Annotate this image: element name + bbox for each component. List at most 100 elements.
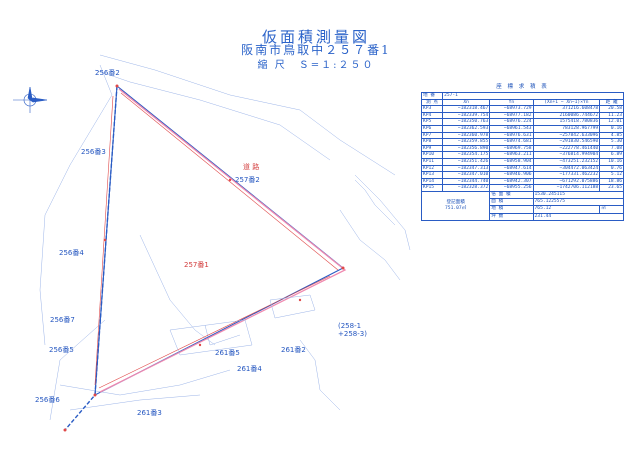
table-cell: −68963.211 [489,151,534,159]
table-cell: −222778.461440 [532,144,601,153]
table-cell: −68974.681 [489,138,534,146]
lot-value: 257-1 [442,92,624,100]
table-cell: KP7 [420,131,444,140]
parcel-label-261-3: 261番3 [137,409,162,417]
area-table: 地 番 257-1 測 点 Xn Yn (Xn+1 − Xn−1)×Yn 距 離… [420,92,625,221]
registered-area-label: 登記面積 [446,199,465,205]
table-cell: 23.65 [599,184,624,192]
table-cell: −182351.426 [442,157,491,166]
parcel-label-257-2: 257番2 [235,176,260,184]
table-cell: −182347.010 [442,171,491,179]
summary-unit: ㎡ [599,205,624,214]
summary-value: 1530.245115 [532,190,625,200]
summary-value: 231.44 [532,212,625,221]
table-cell: 1575418.780836 [532,118,601,126]
summary-value: 765.1225575 [532,198,625,207]
table-cell: −68976.224 [489,118,534,126]
parcel-label-256-3: 256番3 [81,148,106,156]
table-cell: KP14 [420,177,444,186]
summary-label: 坪 数 [489,212,534,221]
col-header: Yn [489,98,534,107]
table-cell: −68973.729 [489,105,534,113]
drawing-title: 仮面積測量図 [261,28,370,46]
compass-icon [13,86,48,113]
table-cell: −68976.631 [489,131,534,140]
summary-value: 765.12 [532,205,601,214]
table-cell: KP6 [420,124,444,133]
table-cell: −182347.313 [442,164,491,173]
col-header: 距 離 [599,98,624,107]
parcel-label-261-5: 261番5 [215,349,240,357]
table-cell: 12.01 [599,118,624,126]
table-cell: −182362.593 [442,124,491,133]
table-cell: −68947.614 [489,164,534,173]
table-cell: 7.08 [599,144,624,153]
table-cell: −671292.075886 [532,177,601,186]
table-cell: −68942.307 [489,177,534,186]
table-cell: KP15 [420,184,444,192]
table-cell: KP11 [420,157,444,166]
parcel-label-257-1: 257番1 [184,261,209,269]
table-cell: KP4 [420,111,444,120]
table-cell: 371216.608478 [532,105,601,113]
table-cell: −257842.633096 [532,131,601,140]
area-table-header: 測 点 Xn Yn (Xn+1 − Xn−1)×Yn 距 離 [420,98,624,107]
table-cell: −182318.467 [442,105,491,113]
table-cell: KP10 [420,151,444,159]
parcel-label-256-7: 256番7 [50,316,75,324]
table-cell: −1742706.112188 [532,184,601,192]
table-cell: 0.16 [599,124,624,133]
table-cell: −177331.462232 [532,171,601,179]
table-cell: −68946.906 [489,171,534,179]
table-cell: −182328.372 [442,184,491,192]
table-cell: 783128.967799 [532,124,601,133]
table-cell: 11.23 [599,111,624,120]
table-cell: 5.30 [599,138,624,146]
table-cell: −376814.994904 [532,151,601,159]
table-cell: −182360.978 [442,131,491,140]
col-header: 測 点 [420,98,444,107]
table-cell: KP5 [420,118,444,126]
table-cell: −182344.740 [442,177,491,186]
area-table-panel: 座 標 求 積 表 地 番 257-1 測 点 Xn Yn (Xn+1 − Xn… [420,82,625,221]
col-header: Xn [442,98,491,107]
table-cell: −68977.182 [489,111,534,120]
lot-boundary-dashed [64,85,118,431]
table-cell: 10.16 [599,157,624,166]
parcel-label-258-1: (258-1 [338,322,362,330]
registered-area-value: 751.07㎡ [445,205,467,211]
table-cell: −473251.232152 [532,157,601,166]
parcel-label-256-6: 256番6 [35,396,60,404]
table-cell: KP12 [420,164,444,173]
table-cell: 0.76 [599,164,624,173]
registered-area: 登記面積 751.07㎡ [420,190,491,221]
building-outline [169,294,316,356]
table-cell: −182354.175 [442,151,491,159]
table-cell: KP8 [420,138,444,146]
table-cell: −182356.890 [442,144,491,153]
table-cell: −182359.855 [442,138,491,146]
table-cell: 5.12 [599,171,624,179]
parcel-label-256-5: 256番5 [49,346,74,354]
table-cell: KP3 [420,105,444,113]
drawing-location: 阪南市鳥取中２５７番1 [241,43,391,57]
table-cell: −304472.063424 [532,164,601,173]
col-header: (Xn+1 − Xn−1)×Yn [532,98,601,107]
parcel-label-261-2: 261番2 [281,346,306,354]
table-cell: −182350.763 [442,118,491,126]
road-label: 道 路 [243,163,260,171]
table-cell: KP9 [420,144,444,153]
parcel-label-256-2: 256番2 [95,69,120,77]
